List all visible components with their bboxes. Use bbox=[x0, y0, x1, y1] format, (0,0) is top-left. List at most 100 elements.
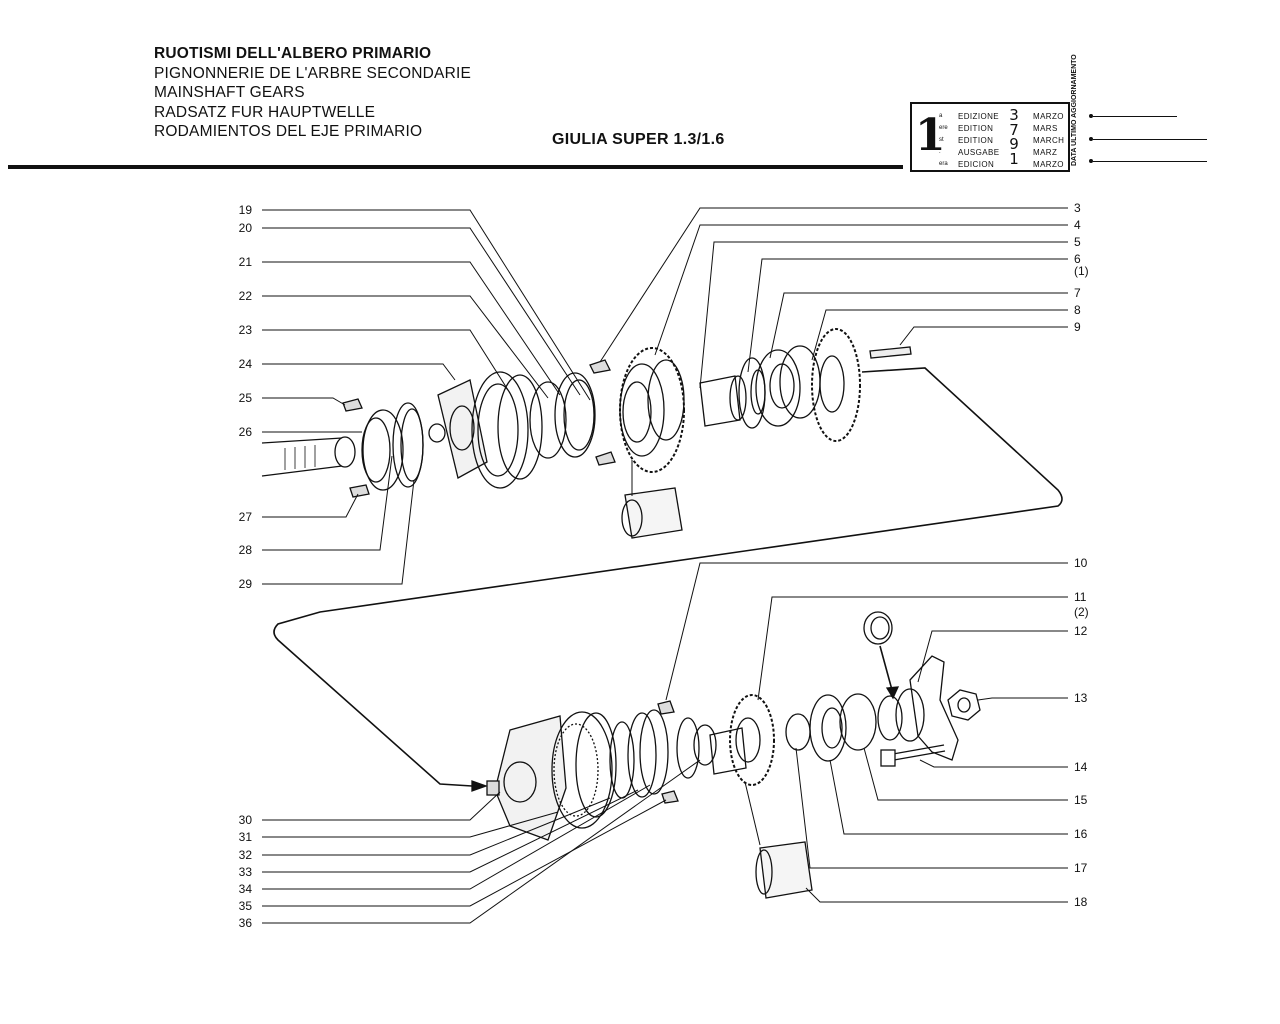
title-italian: RUOTISMI DELL'ALBERO PRIMARIO bbox=[154, 45, 432, 62]
edition-superscript: a bbox=[939, 113, 943, 119]
edition-number: 1 bbox=[915, 110, 946, 161]
callout-number: 7 bbox=[1074, 286, 1081, 300]
update-line bbox=[1093, 161, 1207, 162]
edition-label: EDITION bbox=[958, 124, 994, 133]
synchro-rings-32-35 bbox=[609, 700, 679, 804]
callout-number: 13 bbox=[1074, 691, 1088, 705]
mainshaft bbox=[261, 436, 356, 477]
callout-number: 32 bbox=[238, 848, 252, 862]
keys-19-20 bbox=[589, 359, 616, 466]
edition-superscript: st bbox=[939, 137, 944, 143]
edition-month: MARZO bbox=[1033, 112, 1064, 121]
callout-leader-line bbox=[262, 295, 549, 399]
callout-number: 21 bbox=[238, 255, 252, 269]
callout-leader-line bbox=[262, 397, 346, 406]
update-line bbox=[1093, 116, 1177, 117]
nut-13 bbox=[947, 689, 981, 721]
synchro-rings-28-29 bbox=[392, 402, 446, 488]
title-block: RUOTISMI DELL'ALBERO PRIMARIO PIGNONNERI… bbox=[154, 44, 471, 142]
callout-number: 8 bbox=[1074, 303, 1081, 317]
synchro-hub-26 bbox=[361, 409, 404, 491]
callout-number: 26 bbox=[238, 425, 252, 439]
ring-36 bbox=[676, 717, 717, 779]
callout-leader-line bbox=[811, 309, 1068, 361]
edition-superscript: ere bbox=[939, 125, 948, 131]
callout-leader-line bbox=[262, 759, 701, 924]
callout-number: 20 bbox=[238, 221, 252, 235]
edition-month: MARZ bbox=[1033, 148, 1058, 157]
flange-12 bbox=[877, 655, 959, 761]
gear-ring-23 bbox=[471, 371, 543, 489]
callout-number: 18 bbox=[1074, 895, 1088, 909]
edition-month: MARCH bbox=[1033, 136, 1065, 145]
callout-leader-line bbox=[599, 207, 1068, 363]
callout-leader-line bbox=[262, 479, 415, 585]
callout-leader-line bbox=[262, 227, 581, 396]
synchro-rings-21-22 bbox=[529, 372, 596, 459]
callout-leader-line bbox=[805, 887, 1068, 903]
callout-leader-line bbox=[769, 292, 1068, 359]
callout-leader-line bbox=[262, 811, 559, 838]
callout-number: 28 bbox=[238, 543, 252, 557]
callout-leader-line bbox=[747, 258, 1068, 373]
callout-leader-line bbox=[262, 455, 393, 551]
gear-3 bbox=[619, 347, 685, 473]
callout-leader-line bbox=[757, 596, 1068, 701]
callout-leader-line bbox=[262, 784, 651, 890]
edition-month: MARS bbox=[1033, 124, 1058, 133]
edition-month: MARZO bbox=[1033, 160, 1064, 169]
sleeve-30 bbox=[486, 715, 567, 841]
update-marker bbox=[1089, 137, 1093, 141]
gear-11 bbox=[729, 694, 775, 786]
callout-leader-line bbox=[262, 329, 509, 391]
callout-number: 9 bbox=[1074, 320, 1081, 334]
callout-leader-line bbox=[262, 789, 639, 873]
title-german: RADSATZ FUR HAUPTWELLE bbox=[154, 103, 376, 121]
callout-number: 33 bbox=[238, 865, 252, 879]
edition-year: 3 7 9 1 bbox=[1004, 108, 1024, 166]
callout-number: 25 bbox=[238, 391, 252, 405]
callout-leader-line bbox=[665, 562, 1068, 701]
callout-number: 12 bbox=[1074, 624, 1088, 638]
needle-bearing-upper bbox=[621, 460, 683, 539]
callout-number: 24 bbox=[238, 357, 252, 371]
callout-leader-line bbox=[917, 630, 1068, 683]
callout-number: 3 bbox=[1074, 201, 1081, 215]
callout-leader-line bbox=[977, 697, 1068, 701]
washer-17 bbox=[785, 713, 811, 751]
pin-9 bbox=[869, 346, 912, 359]
update-marker bbox=[1089, 114, 1093, 118]
update-marker bbox=[1089, 159, 1093, 163]
callout-number: 14 bbox=[1074, 760, 1088, 774]
edition-superscript: era bbox=[939, 161, 948, 167]
shim-2 bbox=[863, 611, 900, 700]
callout-leader-line bbox=[795, 747, 1068, 869]
callout-number: 19 bbox=[238, 203, 252, 217]
sliding-sleeve-24 bbox=[437, 379, 488, 479]
callout-number: 11 bbox=[1074, 590, 1087, 604]
callout-leader-line bbox=[863, 747, 1068, 801]
callout-leader-line bbox=[262, 799, 667, 907]
callout-number: 29 bbox=[238, 577, 252, 591]
edition-year-digit: 7 bbox=[1009, 120, 1019, 139]
callout-leader-line bbox=[262, 797, 611, 856]
needle-bearing-lower bbox=[744, 781, 813, 899]
callout-leader-line bbox=[829, 759, 1068, 835]
edition-label: EDIZIONE bbox=[958, 112, 999, 121]
callout-leader-line bbox=[262, 261, 561, 396]
assembly-connector-path bbox=[273, 367, 1063, 787]
edition-year-digit: 3 bbox=[1009, 106, 1019, 124]
gear-7 bbox=[811, 328, 861, 442]
callout-number: 17 bbox=[1074, 861, 1088, 875]
callout-number: 35 bbox=[238, 899, 252, 913]
callout-number: 34 bbox=[238, 882, 252, 896]
callout-number: 6 bbox=[1074, 252, 1081, 266]
callout-number: 27 bbox=[238, 510, 252, 524]
edition-year-digit: 1 bbox=[1009, 149, 1019, 168]
callout-number: 30 bbox=[238, 813, 252, 827]
callout-leader-line bbox=[262, 209, 591, 401]
bushing-4 bbox=[699, 375, 747, 427]
callout-number: 36 bbox=[238, 916, 252, 930]
edition-year-digit: 9 bbox=[1009, 135, 1019, 153]
